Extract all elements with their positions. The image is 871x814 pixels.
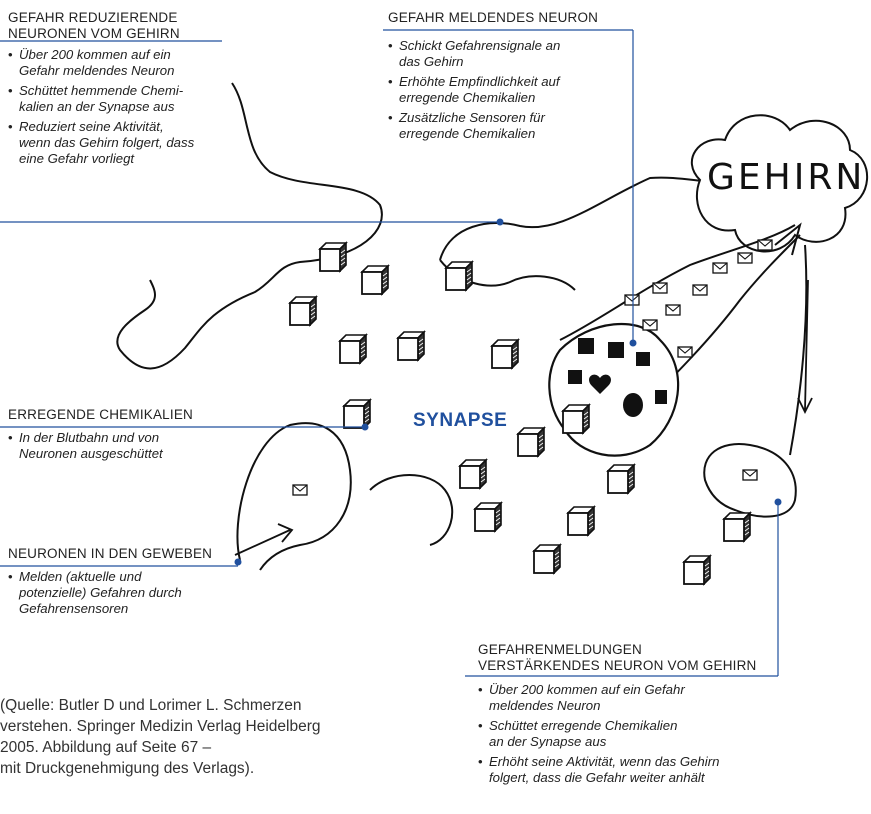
danger-reducing-heading: GEFAHR REDUZIERENDE NEURONEN VOM GEHIRN <box>8 10 180 41</box>
danger-reducing-block: GEFAHR REDUZIERENDE NEURONEN VOM GEHIRN … <box>8 10 243 171</box>
danger-reporting-heading: GEFAHR MELDENDES NEURON <box>388 10 599 25</box>
brain-label: GEHIRN <box>707 157 866 198</box>
amplifying-block: GEFAHRENMELDUNGEN VERSTÄRKENDES NEURON V… <box>478 642 818 790</box>
list-item: Über 200 kommen auf ein Gefahrmeldendes … <box>478 682 818 714</box>
danger-reporting-block: GEFAHR MELDENDES NEURON Schickt Gefahren… <box>388 10 628 146</box>
tissue-neurons-heading: NEURONEN IN DEN GEWEBEN <box>8 546 213 561</box>
excitatory-heading: ERREGENDE CHEMIKALIEN <box>8 407 193 422</box>
amplifying-heading: GEFAHRENMELDUNGEN VERSTÄRKENDES NEURON V… <box>478 642 757 673</box>
list-item: Reduziert seine Aktivität,wenn das Gehir… <box>8 119 243 167</box>
tissue-neuron <box>236 422 352 571</box>
excitatory-block: ERREGENDE CHEMIKALIEN In der Blutbahn un… <box>8 407 238 466</box>
amplifying-list: Über 200 kommen auf ein Gefahrmeldendes … <box>478 682 818 786</box>
amplifying-neuron <box>703 244 808 518</box>
brain-cloud <box>690 114 868 253</box>
tissue-neurons-block: NEURONEN IN DEN GEWEBEN Melden (aktuelle… <box>8 546 243 621</box>
danger-reducing-neuron <box>116 82 383 370</box>
list-item: Erhöht seine Aktivität, wenn das Gehirnf… <box>478 754 818 786</box>
source-citation: (Quelle: Butler D und Lorimer L. Schmerz… <box>0 697 321 777</box>
synapse-label: SYNAPSE <box>413 410 508 431</box>
list-item: Schüttet hemmende Chemi-kalien an der Sy… <box>8 83 243 115</box>
